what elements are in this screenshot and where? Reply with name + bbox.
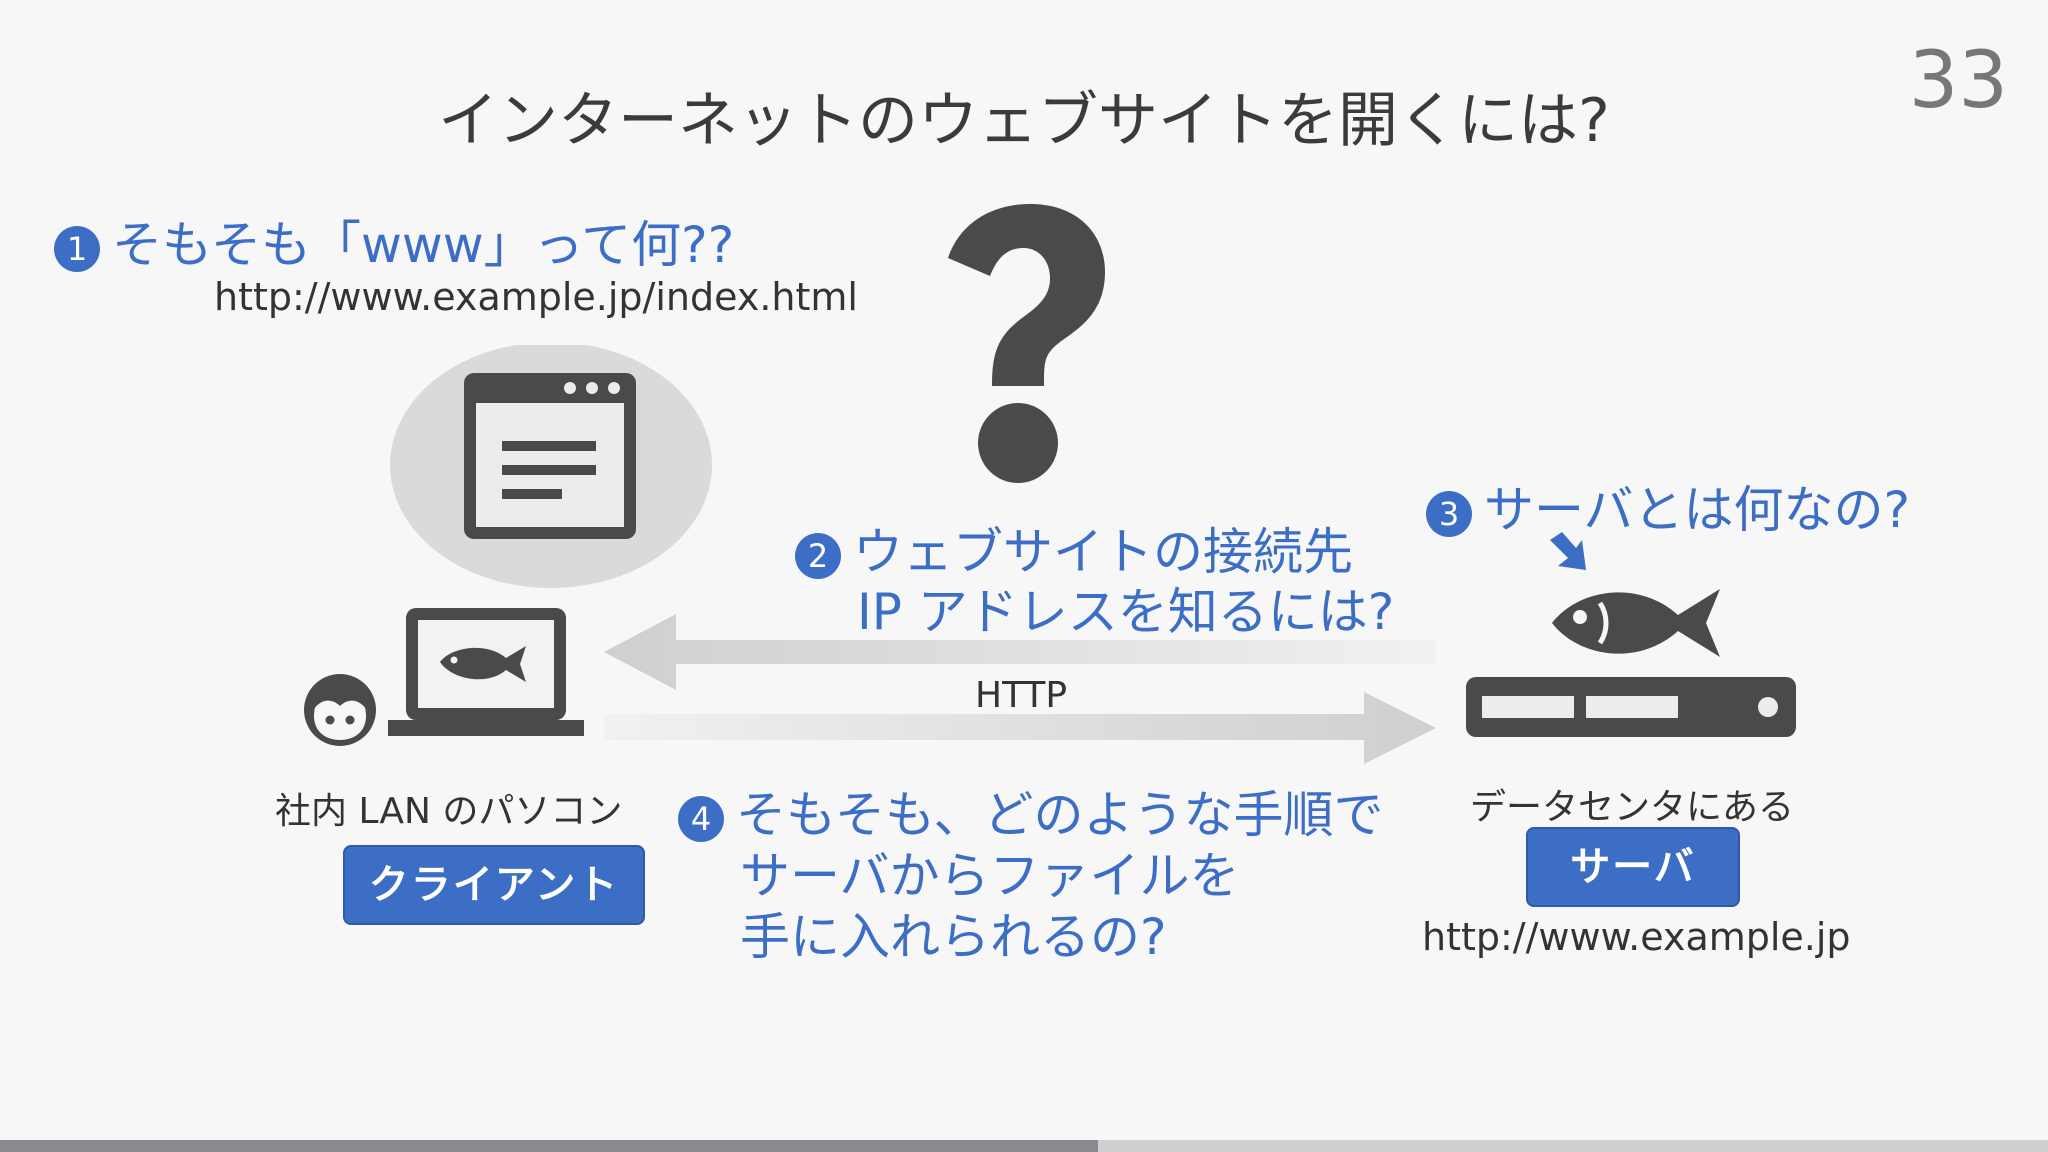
- laptop-icon: [388, 608, 584, 736]
- badge-2: 2: [795, 532, 841, 579]
- question-2-line1: ウェブサイトの接続先: [853, 523, 1353, 581]
- question-3: 3 サーバとは何なの?: [1426, 470, 1910, 542]
- question-4-line3: 手に入れられるの?: [740, 908, 1167, 966]
- fish-icon: [1552, 589, 1720, 657]
- question-1-text: そもそも「www」って何??: [112, 216, 735, 274]
- down-arrow-icon: [1550, 532, 1586, 570]
- question-4-line1: そもそも、どのような手順で: [736, 786, 1384, 844]
- question-3-text: サーバとは何なの?: [1484, 481, 1911, 539]
- question-mark-icon: [948, 204, 1105, 483]
- question-2-line2: IP アドレスを知るには?: [857, 583, 1395, 641]
- question-4-line2: サーバからファイルを: [740, 847, 1240, 905]
- request-arrow: [604, 692, 1436, 764]
- server-button[interactable]: サーバ: [1526, 827, 1740, 907]
- client-button[interactable]: クライアント: [343, 845, 645, 925]
- http-label: HTTP: [975, 675, 1068, 716]
- badge-1: 1: [54, 225, 100, 272]
- server-url: http://www.example.jp: [1422, 915, 1851, 959]
- person-icon: [304, 674, 376, 746]
- badge-3: 3: [1426, 490, 1472, 537]
- slide-progress-fill: [0, 1140, 1098, 1152]
- arrows: [604, 614, 1436, 764]
- question-2: 2 ウェブサイトの接続先: [795, 512, 1353, 584]
- response-arrow: [604, 614, 1436, 690]
- question-4: 4 そもそも、どのような手順で: [678, 775, 1384, 847]
- server-icon: [1466, 677, 1796, 737]
- index-url: http://www.example.jp/index.html: [214, 275, 858, 319]
- server-caption: データセンタにある: [1470, 787, 1795, 828]
- page-number: 33: [1908, 36, 2008, 126]
- client-caption: 社内 LAN のパソコン: [275, 791, 623, 832]
- badge-4: 4: [678, 795, 724, 842]
- slide-title: インターネットのウェブサイトを開くには?: [438, 86, 1610, 156]
- browser-window-icon: [390, 345, 712, 588]
- question-1: 1 そもそも「www」って何??: [54, 205, 734, 277]
